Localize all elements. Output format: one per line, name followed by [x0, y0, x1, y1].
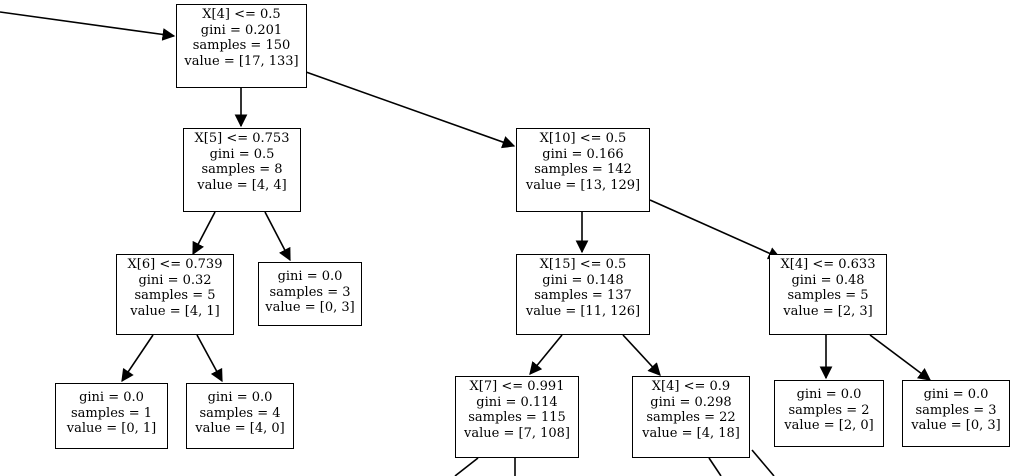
edge-n3-n7: [121, 334, 154, 383]
tree-node-n6: X[4] <= 0.633 gini = 0.48 samples = 5 va…: [769, 254, 887, 335]
node-line-samples: samples = 4: [199, 405, 281, 421]
tree-node-n12: gini = 0.0 samples = 3 value = [0, 3]: [902, 380, 1010, 447]
tree-node-n5: X[15] <= 0.5 gini = 0.148 samples = 137 …: [516, 254, 650, 335]
tree-node-n2: X[10] <= 0.5 gini = 0.166 samples = 142 …: [516, 128, 650, 212]
node-line-samples: samples = 22: [646, 410, 736, 425]
edge-n6-n12: [869, 334, 932, 381]
edge-incoming-root: [0, 11, 176, 41]
node-line-samples: samples = 150: [192, 38, 291, 53]
edge-n10-child-left: [708, 457, 722, 476]
node-line-split: X[15] <= 0.5: [539, 257, 627, 272]
node-line-samples: samples = 142: [534, 162, 632, 177]
edge-n0-n2: [305, 71, 516, 149]
node-line-gini: gini = 0.0: [923, 387, 989, 402]
node-line-value: value = [4, 1]: [130, 303, 220, 319]
tree-node-n4: gini = 0.0 samples = 3 value = [0, 3]: [258, 262, 362, 326]
node-line-value: value = [7, 108]: [464, 425, 570, 441]
edge-n3-n8: [196, 334, 223, 383]
node-line-split: X[6] <= 0.739: [127, 257, 223, 272]
tree-node-n3: X[6] <= 0.739 gini = 0.32 samples = 5 va…: [116, 254, 234, 335]
node-line-samples: samples = 3: [915, 402, 997, 418]
node-line-gini: gini = 0.32: [138, 272, 212, 288]
node-line-samples: samples = 2: [788, 402, 870, 418]
node-line-value: value = [13, 129]: [525, 177, 641, 193]
node-line-gini: gini = 0.48: [791, 272, 865, 288]
tree-node-n11: gini = 0.0 samples = 2 value = [2, 0]: [774, 380, 884, 447]
node-line-value: value = [4, 4]: [197, 177, 287, 193]
edge-n5-n9: [529, 334, 563, 375]
node-line-gini: gini = 0.166: [542, 146, 624, 162]
edge-n9-child-left: [454, 457, 479, 476]
node-line-samples: samples = 3: [269, 284, 351, 300]
edge-n10-child-right: [751, 449, 775, 476]
node-line-samples: samples = 8: [201, 162, 283, 177]
node-line-value: value = [11, 126]: [525, 303, 641, 319]
tree-node-n9: X[7] <= 0.991 gini = 0.114 samples = 115…: [455, 376, 579, 458]
node-line-split: X[7] <= 0.991: [469, 379, 565, 394]
node-line-split: X[4] <= 0.5: [202, 7, 281, 22]
node-line-samples: samples = 1: [70, 405, 153, 421]
node-line-gini: gini = 0.0: [207, 390, 273, 405]
node-line-samples: samples = 137: [534, 288, 632, 303]
node-line-value: value = [2, 0]: [784, 418, 874, 433]
node-line-gini: gini = 0.298: [650, 394, 732, 410]
node-line-split: X[5] <= 0.753: [194, 131, 290, 146]
node-line-value: value = [0, 1]: [66, 421, 157, 436]
edge-n1-n4: [264, 211, 291, 262]
node-line-value: value = [4, 0]: [195, 421, 285, 436]
node-line-value: value = [4, 18]: [642, 425, 740, 441]
edge-n2-n6: [649, 199, 782, 260]
node-line-gini: gini = 0.5: [209, 146, 275, 162]
tree-node-n8: gini = 0.0 samples = 4 value = [4, 0]: [186, 383, 294, 449]
node-line-samples: samples = 115: [468, 410, 566, 425]
tree-node-root: X[4] <= 0.5 gini = 0.201 samples = 150 v…: [176, 4, 307, 88]
node-line-gini: gini = 0.0: [796, 387, 862, 402]
node-line-value: value = [17, 133]: [184, 53, 299, 69]
node-line-gini: gini = 0.0: [79, 390, 144, 405]
node-line-value: value = [0, 3]: [265, 300, 355, 315]
node-line-samples: samples = 5: [134, 288, 216, 303]
node-line-split: X[4] <= 0.9: [651, 379, 731, 394]
node-line-split: X[4] <= 0.633: [780, 257, 876, 272]
edge-n1-n3: [192, 211, 216, 256]
node-line-value: value = [2, 3]: [783, 303, 873, 319]
node-line-split: X[10] <= 0.5: [539, 131, 627, 146]
node-line-gini: gini = 0.148: [542, 272, 624, 288]
node-line-gini: gini = 0.114: [476, 394, 558, 410]
tree-node-n10: X[4] <= 0.9 gini = 0.298 samples = 22 va…: [632, 376, 750, 458]
node-line-gini: gini = 0.201: [200, 22, 283, 38]
node-line-gini: gini = 0.0: [277, 269, 343, 284]
tree-node-n1: X[5] <= 0.753 gini = 0.5 samples = 8 val…: [183, 128, 301, 212]
edge-n5-n10: [622, 334, 661, 376]
node-line-value: value = [0, 3]: [911, 418, 1001, 433]
node-line-samples: samples = 5: [787, 288, 869, 303]
tree-node-n7: gini = 0.0 samples = 1 value = [0, 1]: [55, 383, 168, 449]
